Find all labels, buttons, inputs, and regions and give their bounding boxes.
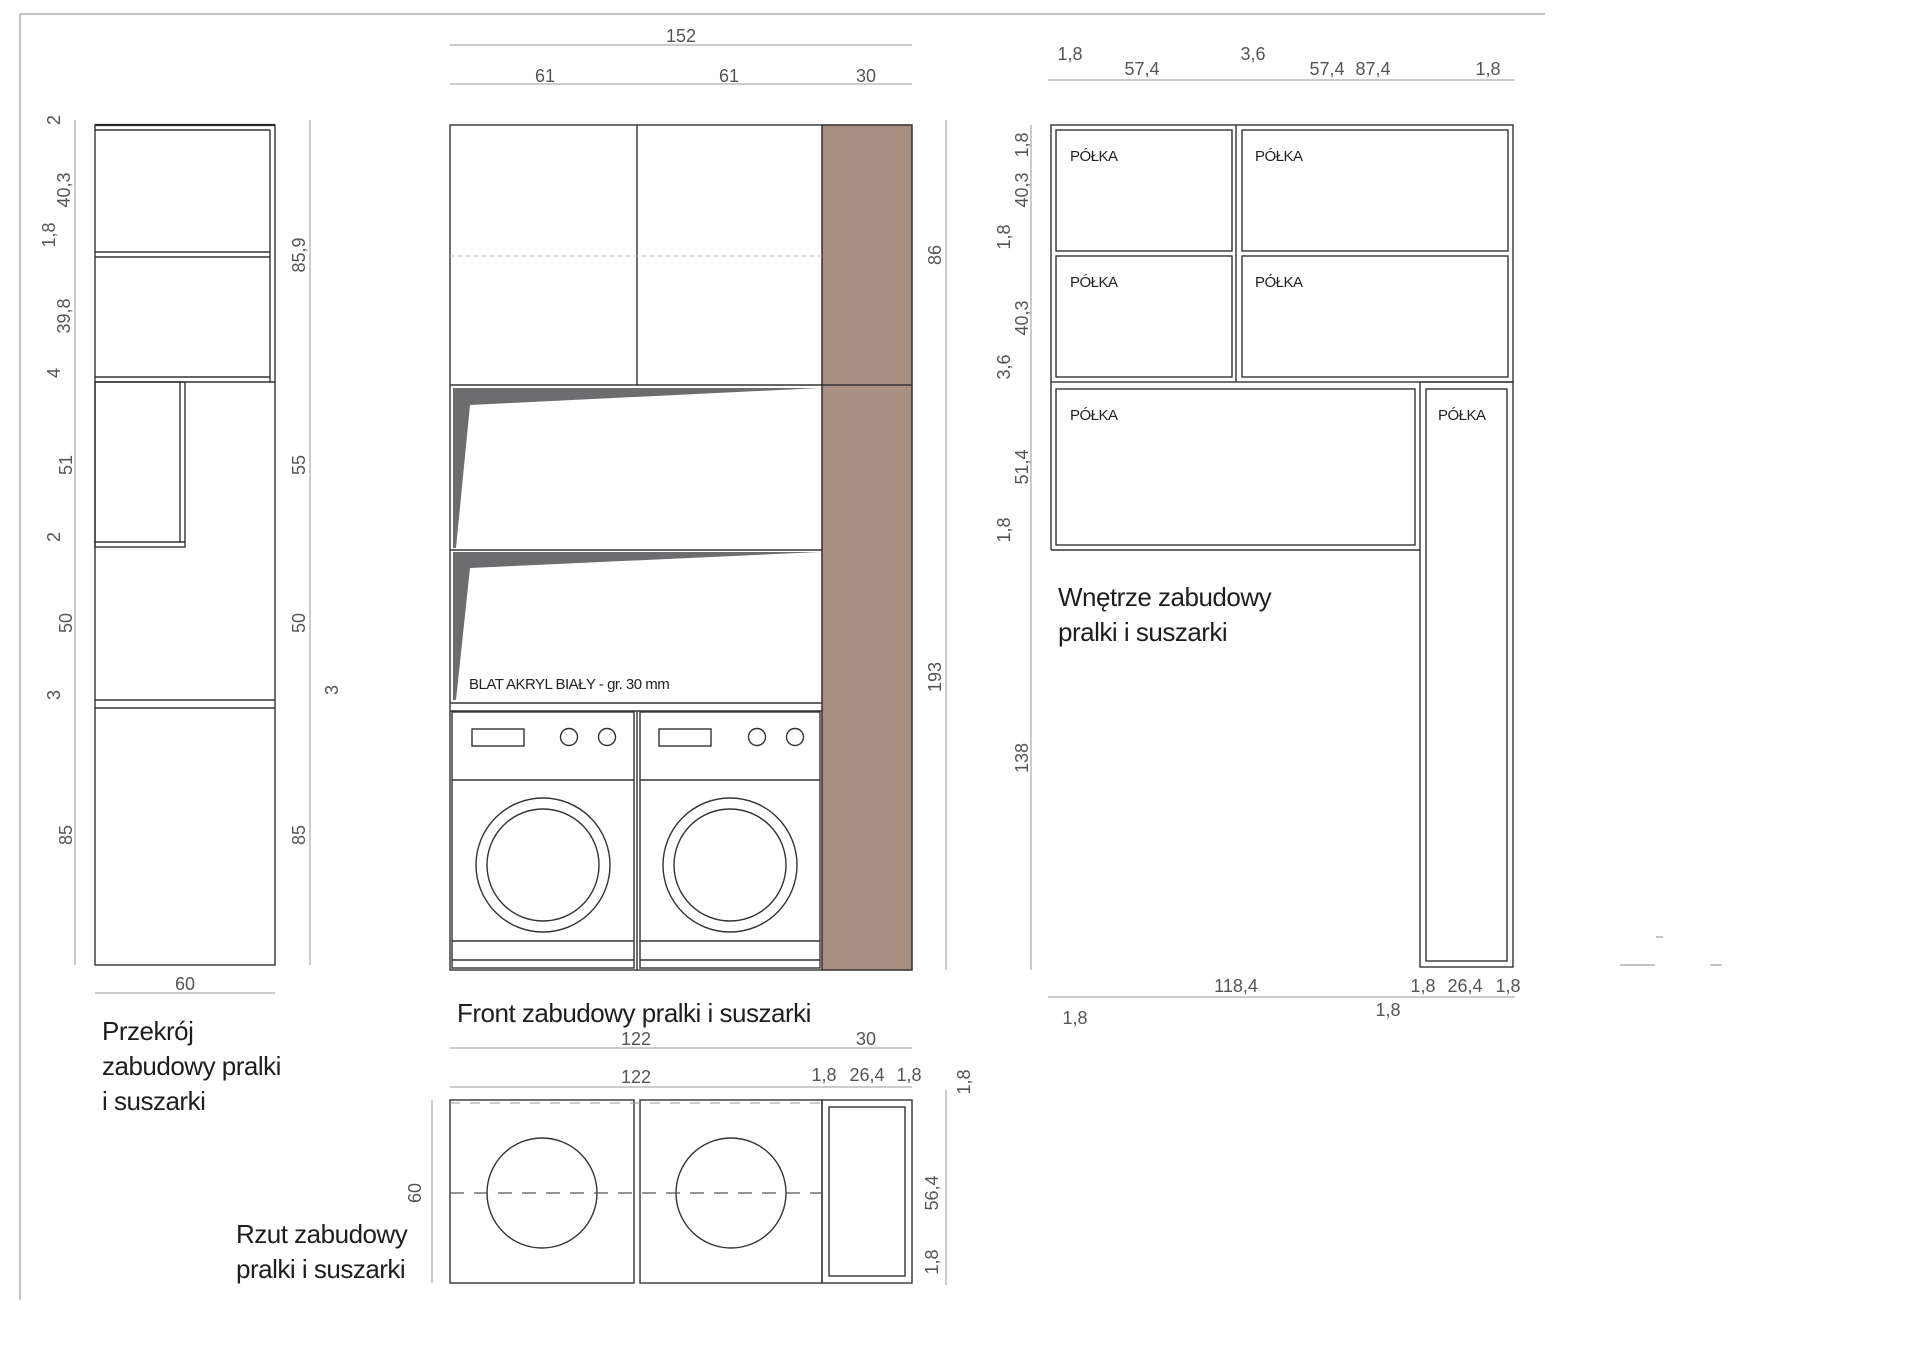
dim-label: 1,8 (1475, 59, 1500, 79)
dim-label: 85 (56, 825, 76, 845)
dim-label: 122 (621, 1029, 651, 1049)
dim-label: 1,8 (1062, 1008, 1087, 1028)
dim-label: 2 (44, 115, 64, 125)
dim-label: 40,3 (1012, 172, 1032, 207)
dim-label: 50 (56, 613, 76, 633)
dim-label: 57,4 (1124, 59, 1159, 79)
shelf-cell (1055, 255, 1233, 378)
section-view: 2 40,3 1,8 39,8 4 51 2 50 3 85 85,9 55 5… (39, 115, 342, 1116)
dim-label: 1,8 (811, 1065, 836, 1085)
dim-label: 4 (44, 368, 64, 378)
section-title-line-3: i suszarki (102, 1086, 205, 1116)
front-view: 152 61 61 30 BLAT AKRYL BIAŁY - gr. 30 m… (449, 26, 947, 1028)
dim-label: 3 (44, 690, 64, 700)
front-outline (449, 124, 913, 971)
washing-machine (451, 711, 635, 969)
dim-label: 40,3 (1012, 300, 1032, 335)
interior-title-line-1: Wnętrze zabudowy (1058, 582, 1272, 612)
dim-label: 1,8 (994, 517, 1014, 542)
dim-label: 55 (289, 455, 309, 475)
shelf-label: PÓŁKA (1070, 274, 1118, 291)
dim-label: 60 (175, 974, 195, 994)
section-left-dims: 2 40,3 1,8 39,8 4 51 2 50 3 85 (39, 115, 76, 845)
interior-title-line-2: pralki i suszarki (1058, 617, 1227, 647)
tall-side-frame (1419, 381, 1514, 968)
dim-label: 57,4 (1309, 59, 1344, 79)
section-title-line-1: Przekrój (102, 1016, 193, 1046)
dim-label: 40,3 (54, 172, 74, 207)
section-upper-box (94, 381, 186, 548)
dim-label: 1,8 (896, 1065, 921, 1085)
dim-label: 3,6 (994, 354, 1014, 379)
dim-label: 138 (1012, 743, 1032, 773)
dim-label: 51,4 (1012, 449, 1032, 484)
shelf-cell (1241, 255, 1509, 378)
plan-dryer (639, 1099, 823, 1284)
plan-title-line-2: pralki i suszarki (236, 1254, 405, 1284)
interior-view: 1,8 57,4 3,6 57,4 87,4 1,8 PÓŁKA PÓŁKA P… (994, 44, 1521, 1028)
shelf-cell (1241, 129, 1509, 252)
dim-label: 118,4 (1214, 976, 1258, 996)
dim-label: 39,8 (54, 298, 74, 333)
interior-top-dims: 1,8 57,4 3,6 57,4 87,4 1,8 (1057, 44, 1500, 79)
niche-shadow-lower (453, 552, 820, 700)
shelf-cell (1055, 388, 1416, 546)
dim-label: 51 (56, 455, 76, 475)
dim-label: 122 (621, 1067, 651, 1087)
dim-label: 61 (535, 66, 555, 86)
plan-title-line-1: Rzut zabudowy (236, 1219, 408, 1249)
dim-label: 1,8 (1375, 1000, 1400, 1020)
niche-shadow-upper (453, 388, 820, 548)
dim-label: 193 (925, 662, 945, 692)
dryer (639, 711, 821, 969)
countertop-label: BLAT AKRYL BIAŁY - gr. 30 mm (469, 676, 669, 693)
side-panel (821, 124, 913, 971)
dim-label: 85,9 (289, 237, 309, 272)
dim-label: 3,6 (1240, 44, 1265, 64)
front-title: Front zabudowy pralki i suszarki (457, 998, 811, 1028)
dim-label: 86 (925, 245, 945, 265)
dim-label: 1,8 (1057, 44, 1082, 64)
shelf-cell (1425, 388, 1508, 962)
shelf-label: PÓŁKA (1255, 148, 1303, 165)
dim-label: 30 (856, 1029, 876, 1049)
dim-label: 50 (289, 613, 309, 633)
dim-label: 1,8 (922, 1249, 942, 1274)
dim-label: 60 (405, 1183, 425, 1203)
dim-label: 1,8 (1410, 976, 1435, 996)
dim-label: 1,8 (1495, 976, 1520, 996)
shelf-label: PÓŁKA (1255, 274, 1303, 291)
shelf-label: PÓŁKA (1070, 148, 1118, 165)
interior-bottom-dims: 1,8 118,4 1,8 1,8 26,4 1,8 (1062, 976, 1520, 1028)
dim-label: 26,4 (849, 1065, 884, 1085)
dim-label: 85 (289, 825, 309, 845)
shelf-label: PÓŁKA (1438, 407, 1486, 424)
upper-frame (1050, 124, 1514, 383)
section-right-dims: 85,9 55 50 3 85 (289, 237, 342, 845)
plan-view: 122 30 122 1,8 26,4 1,8 60 1,8 56,4 1,8 … (236, 1029, 974, 1285)
interior-left-dims: 1,8 40,3 1,8 40,3 3,6 51,4 1,8 138 (994, 132, 1032, 773)
dim-label: 1,8 (1012, 132, 1032, 157)
dim-label: 2 (44, 532, 64, 542)
plan-side-cabinet (821, 1099, 913, 1284)
section-title-line-2: zabudowy pralki (102, 1051, 281, 1081)
dim-label: 87,4 (1355, 59, 1390, 79)
shelf-label: PÓŁKA (1070, 407, 1118, 424)
dim-label: 152 (666, 26, 696, 46)
dim-label: 1,8 (39, 222, 59, 247)
dim-label: 1,8 (994, 224, 1014, 249)
plan-washer (449, 1099, 635, 1284)
dim-label: 3 (322, 685, 342, 695)
shelf-cell (1055, 129, 1233, 252)
dim-label: 61 (719, 66, 739, 86)
dim-label: 1,8 (954, 1069, 974, 1094)
dim-label: 26,4 (1447, 976, 1482, 996)
dim-label: 56,4 (922, 1175, 942, 1210)
dim-label: 30 (856, 66, 876, 86)
